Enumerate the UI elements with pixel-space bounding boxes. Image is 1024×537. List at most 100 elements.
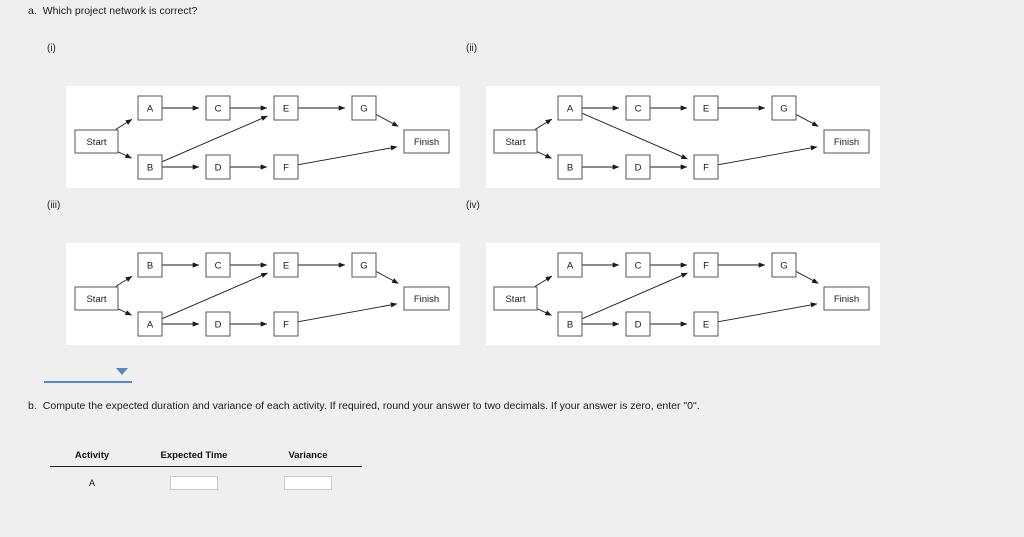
network-card-iii[interactable]: Start B C E G A D F Finish [66, 243, 460, 345]
svg-text:C: C [635, 103, 642, 114]
node-g: G [351, 95, 377, 121]
network-svg-i: Start A C E G B D F Finish [74, 95, 450, 180]
node-finish: Finish [823, 129, 870, 154]
node-finish: Finish [403, 286, 450, 311]
svg-text:A: A [147, 319, 154, 330]
node-c: C [625, 95, 651, 121]
network-card-iv[interactable]: Start A C F G B D E Finish [486, 243, 880, 345]
node-e: E [273, 252, 299, 278]
question-b-text: Compute the expected duration and varian… [42, 400, 700, 412]
svg-text:B: B [567, 319, 573, 330]
network-card-i[interactable]: Start A C E G B D F Finish [66, 86, 460, 188]
node-f: F [273, 311, 299, 337]
option-label-iii: (iii) [47, 200, 61, 211]
svg-text:Start: Start [86, 137, 106, 148]
node-start: Start [493, 129, 538, 154]
node-finish: Finish [823, 286, 870, 311]
node-b: B [137, 252, 163, 278]
node-d: D [205, 154, 231, 180]
table-cell-variance [254, 467, 362, 490]
question-a-text: Which project network is correct? [42, 5, 198, 17]
question-a-marker: a. [28, 5, 37, 17]
svg-text:Finish: Finish [834, 137, 859, 148]
node-a: A [557, 252, 583, 278]
node-c: C [205, 95, 231, 121]
svg-text:F: F [703, 162, 709, 173]
svg-text:G: G [780, 103, 787, 114]
svg-text:B: B [567, 162, 573, 173]
svg-text:Finish: Finish [834, 294, 859, 305]
node-d: D [205, 311, 231, 337]
svg-text:E: E [703, 103, 709, 114]
node-b: B [557, 154, 583, 180]
svg-text:F: F [703, 260, 709, 271]
node-g: G [351, 252, 377, 278]
variance-input[interactable] [284, 476, 332, 490]
svg-text:A: A [567, 260, 574, 271]
svg-text:D: D [635, 319, 642, 330]
question-b: b. Compute the expected duration and var… [28, 400, 700, 413]
option-label-i: (i) [47, 43, 56, 54]
svg-text:E: E [703, 319, 709, 330]
node-f: F [693, 252, 719, 278]
node-start: Start [74, 129, 119, 154]
node-a: A [137, 311, 163, 337]
svg-text:Start: Start [86, 294, 106, 305]
svg-text:E: E [283, 260, 289, 271]
node-e: E [693, 95, 719, 121]
activity-table: Activity Expected Time Variance A [50, 450, 362, 490]
node-d: D [625, 311, 651, 337]
svg-text:F: F [283, 162, 289, 173]
option-label-ii: (ii) [466, 43, 478, 54]
svg-text:C: C [215, 103, 222, 114]
node-g: G [771, 95, 797, 121]
network-card-ii[interactable]: Start A C E G B D F Finish [486, 86, 880, 188]
question-a: a. Which project network is correct? [28, 5, 197, 18]
node-d: D [625, 154, 651, 180]
table-header-variance: Variance [254, 450, 362, 467]
node-c: C [625, 252, 651, 278]
svg-text:G: G [360, 260, 367, 271]
svg-text:Finish: Finish [414, 294, 439, 305]
svg-text:D: D [215, 162, 222, 173]
svg-text:G: G [780, 260, 787, 271]
node-start: Start [493, 286, 538, 311]
network-svg-ii: Start A C E G B D F Finish [493, 95, 870, 180]
node-a: A [137, 95, 163, 121]
node-start: Start [74, 286, 119, 311]
table-header-expected-time: Expected Time [134, 450, 254, 467]
svg-text:Finish: Finish [414, 137, 439, 148]
node-finish: Finish [403, 129, 450, 154]
network-answer-dropdown[interactable] [44, 363, 132, 383]
node-b: B [557, 311, 583, 337]
option-label-iv: (iv) [466, 200, 480, 211]
expected-time-input[interactable] [170, 476, 218, 490]
svg-text:C: C [635, 260, 642, 271]
svg-text:B: B [147, 260, 153, 271]
table-header-row: Activity Expected Time Variance [50, 450, 362, 467]
table-header-activity: Activity [50, 450, 134, 467]
svg-text:D: D [635, 162, 642, 173]
node-a: A [557, 95, 583, 121]
svg-text:Start: Start [505, 137, 525, 148]
network-svg-iv: Start A C F G B D E Finish [493, 252, 870, 337]
svg-text:B: B [147, 162, 153, 173]
node-c: C [205, 252, 231, 278]
svg-text:A: A [567, 103, 574, 114]
table-row: A [50, 467, 362, 490]
svg-text:C: C [215, 260, 222, 271]
chevron-down-icon[interactable] [116, 368, 128, 375]
svg-text:Start: Start [505, 294, 525, 305]
svg-text:E: E [283, 103, 289, 114]
node-f: F [273, 154, 299, 180]
table-cell-activity: A [88, 478, 95, 488]
table-cell-expected-time [134, 467, 254, 490]
node-b: B [137, 154, 163, 180]
svg-text:A: A [147, 103, 154, 114]
svg-text:F: F [283, 319, 289, 330]
svg-text:D: D [215, 319, 222, 330]
node-e: E [273, 95, 299, 121]
node-e: E [693, 311, 719, 337]
network-svg-iii: Start B C E G A D F Finish [74, 252, 450, 337]
